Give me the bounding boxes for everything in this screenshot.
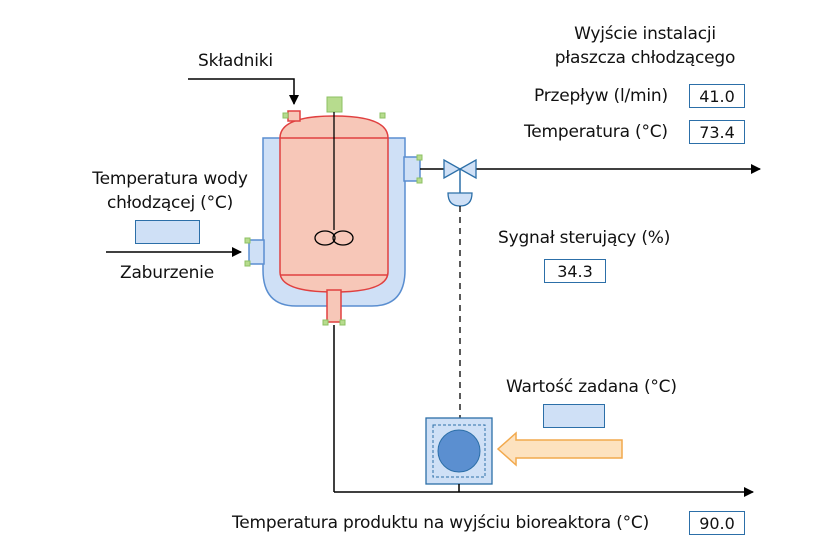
product-outlet-line	[333, 325, 754, 497]
agitator-motor	[326, 96, 343, 113]
coolant-temp-input[interactable]	[135, 220, 200, 244]
flow-value: 41.0	[689, 84, 745, 108]
coolant-temp-label-line1: Temperatura wody	[92, 169, 248, 189]
jacket-temperature-label: Temperatura (°C)	[524, 122, 668, 142]
ingredients-label: Składniki	[198, 51, 273, 71]
flange-markers	[244, 112, 423, 326]
setpoint-label: Wartość zadana (°C)	[506, 377, 677, 397]
impeller-blade-left	[314, 230, 336, 246]
agitator	[314, 96, 354, 246]
jacket-outlet-nozzle	[403, 156, 421, 182]
valve-right-triangle	[458, 158, 477, 180]
setpoint-input[interactable]	[543, 404, 605, 428]
controller-disc	[437, 429, 481, 473]
controller	[425, 417, 493, 485]
vessel-drain-pipe	[326, 289, 342, 323]
valve-left-triangle	[443, 158, 462, 180]
impeller-blade-right	[332, 230, 354, 246]
jacket-output-label-line1: Wyjście instalacji	[574, 24, 716, 44]
controller-inner-frame	[432, 424, 486, 478]
jacket-inlet-nozzle	[248, 239, 265, 265]
control-signal-label: Sygnał sterujący (%)	[498, 228, 671, 248]
disturbance-label: Zaburzenie	[120, 263, 214, 283]
control-valve	[443, 158, 477, 207]
ingredients-feed-line	[188, 78, 299, 105]
jacket-temperature-value: 73.4	[689, 120, 745, 144]
product-temperature-label: Temperatura produktu na wyjściu bioreakt…	[232, 513, 650, 533]
jacket-output-label-line2: płaszcza chłodzącego	[554, 48, 736, 68]
vessel-feed-nozzle	[287, 110, 301, 122]
coolant-temp-label-line2: chłodzącej (°C)	[106, 193, 234, 213]
valve-actuator	[447, 192, 473, 207]
flow-label: Przepływ (l/min)	[534, 86, 668, 106]
setpoint-arrow	[496, 431, 623, 467]
product-temperature-value: 90.0	[689, 511, 745, 535]
control-signal-value: 34.3	[544, 259, 606, 283]
